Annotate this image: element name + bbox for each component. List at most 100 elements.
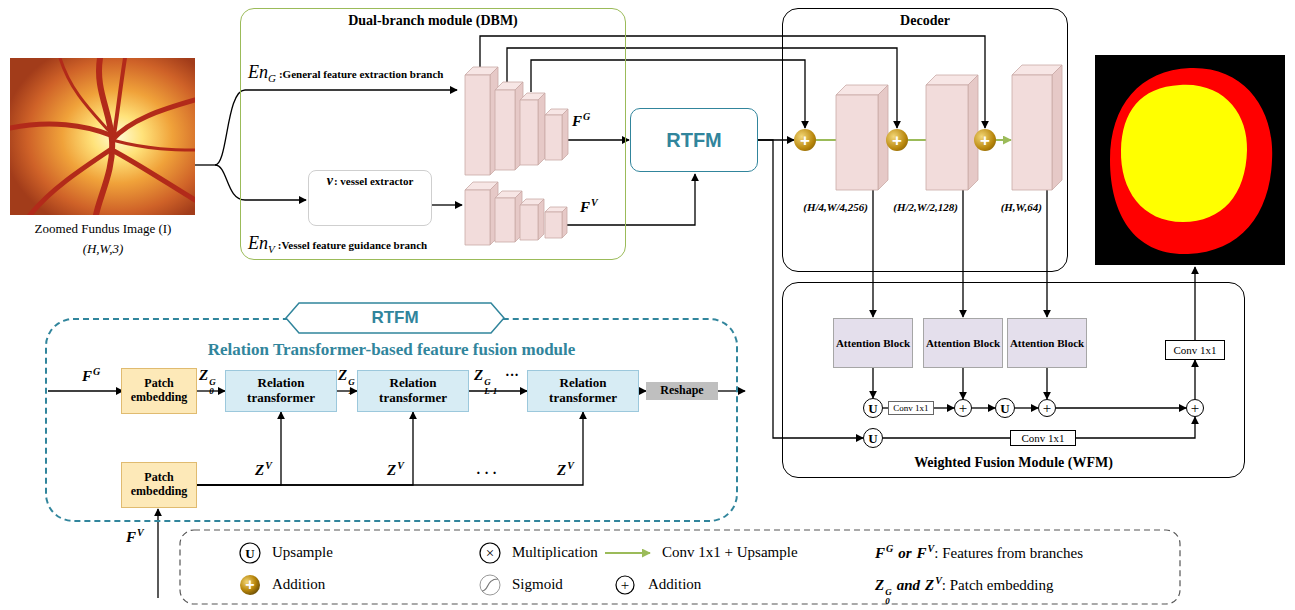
banner-hexagon: RTFM — [285, 302, 505, 334]
label-text: Z — [199, 367, 208, 384]
label-text: (H,W,64) — [1001, 201, 1042, 214]
node-text: Attention Block — [836, 337, 910, 350]
connector-arrow — [1076, 417, 1195, 438]
attention-block: Attention Block — [833, 318, 913, 368]
script-stack: G1 — [348, 378, 355, 396]
transformer-box: Relation transformer — [357, 370, 469, 412]
label-text: Z — [557, 462, 566, 479]
feature-block — [562, 207, 567, 238]
label-text: G — [583, 111, 590, 123]
label-group: FG — [572, 111, 590, 130]
node-text: U — [868, 432, 877, 445]
fusion-box: RTFM — [630, 108, 758, 172]
node-text: + — [1043, 401, 1051, 416]
node-text: U — [1000, 402, 1009, 415]
fundus-image — [10, 58, 195, 215]
label-text: (H/4,W/4,256) — [803, 201, 868, 214]
label-group: + — [621, 576, 629, 594]
label-text: F — [917, 545, 927, 562]
hexagon-outline — [286, 303, 504, 333]
legend-text: Sigmoid — [512, 576, 563, 593]
label-text: V — [268, 243, 275, 256]
legend-symbol — [480, 575, 500, 595]
flow-arrow — [48, 36, 1195, 598]
fundus-image — [60, 58, 108, 130]
label-text: Z — [338, 367, 347, 384]
script-stack: G0 — [209, 378, 216, 396]
feature-block — [1012, 75, 1052, 190]
label-text: (H/2,W/2,128) — [893, 201, 958, 214]
reshape-box: Reshape — [646, 382, 718, 400]
label-text: 0 — [885, 597, 892, 606]
script-stack: G0 — [885, 588, 892, 606]
label-text: :Vessel feature guidance branch — [278, 239, 427, 252]
feature-block — [520, 100, 538, 165]
label-group: × — [486, 544, 494, 562]
label-text: G — [885, 588, 892, 597]
label-text: Z — [387, 462, 396, 479]
label-text: Zoomed Fundus Image (I) — [35, 222, 172, 237]
fundus-image — [112, 150, 195, 200]
connector-arrow — [1046, 368, 1047, 399]
label-text: Z — [255, 462, 264, 479]
node-text: Patch embedding — [122, 471, 196, 499]
flow-arrow — [157, 509, 158, 598]
label-text: G — [886, 543, 893, 555]
connector-arrow — [934, 407, 954, 408]
legend-symbol — [240, 543, 260, 563]
segmentation-mask — [1095, 55, 1285, 265]
node-text: U — [868, 402, 877, 415]
label-text: 1 — [348, 387, 355, 396]
node-text: v — [327, 173, 333, 189]
label-text: : Features from branches — [934, 545, 1083, 562]
label-text: or — [898, 545, 911, 562]
segmentation-mask — [1121, 85, 1247, 222]
feature-block — [520, 205, 538, 240]
label-group: · · · — [476, 464, 497, 482]
node-text: Patch embedding — [122, 377, 196, 405]
label-text: F — [82, 368, 92, 385]
node-text: + — [1191, 401, 1199, 416]
label-group: + — [245, 576, 254, 594]
flow-arrow — [432, 204, 462, 205]
node-text: RTFM — [371, 308, 418, 328]
label-text: V — [567, 460, 574, 472]
label-text: and — [897, 577, 920, 594]
label-group: ZG1 — [338, 366, 355, 396]
node-text: Relation transformer — [358, 376, 468, 406]
upsample-circle: U — [863, 398, 883, 418]
label-group: Zoomed Fundus Image (I) — [35, 219, 172, 237]
legend-symbol — [605, 552, 650, 554]
label-group: FV — [126, 527, 144, 546]
legend-frame — [180, 530, 1180, 604]
label-text: × — [486, 545, 494, 562]
transformer-box: Relation transformer — [527, 370, 639, 412]
fundus-image — [112, 100, 195, 140]
flow-arrow — [1046, 190, 1047, 317]
connector-arrow — [1015, 407, 1038, 408]
node-text: Attention Block — [926, 337, 1000, 350]
label-text: G — [484, 378, 497, 387]
label-text: + — [245, 576, 254, 594]
label-text: Z — [925, 577, 934, 594]
label-text: ··· — [505, 368, 519, 384]
node-text: Reshape — [660, 384, 703, 398]
fundus-image — [112, 140, 195, 150]
connector-arrow — [883, 437, 1010, 438]
node-text: Decoder — [900, 13, 950, 29]
conv-box: Conv 1x1 — [888, 401, 934, 415]
connector-arrow — [1056, 407, 1186, 408]
legend-symbol — [480, 543, 500, 563]
connector-arrow — [639, 390, 646, 391]
node-text: Dual-branch module (DBM) — [348, 13, 518, 29]
embedding-box: Patch embedding — [121, 368, 197, 414]
node-text: + — [959, 401, 967, 416]
segmentation-mask — [1095, 55, 1285, 265]
label-text: G — [348, 378, 355, 387]
legend-symbol — [482, 579, 498, 591]
label-text: V — [935, 575, 942, 587]
fundus-image — [114, 58, 125, 135]
flow-arrow — [1194, 267, 1195, 340]
label-text: En — [248, 62, 268, 83]
